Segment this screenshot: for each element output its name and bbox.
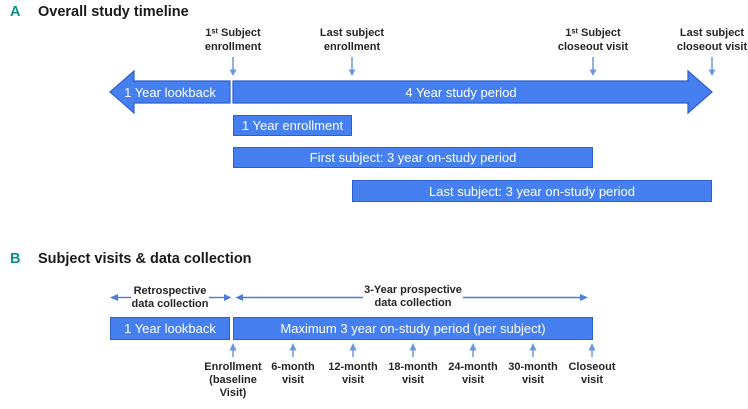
panel-a-title: Overall study timeline <box>38 4 189 20</box>
visit-label-line: 6-month <box>271 361 315 373</box>
bar-label: 1 Year enrollment <box>241 118 344 133</box>
first-subject-period-bar: First subject: 3 year on-study period <box>233 147 593 168</box>
visit-label-line: visit <box>401 374 424 386</box>
visit-label-line: Enrollment <box>204 361 262 373</box>
first-enrollment-down-arrow <box>229 57 237 76</box>
first-closeout-down-arrow <box>589 57 597 76</box>
panel-a-letter: A <box>10 4 21 20</box>
marker-label-line: Last subject <box>679 27 745 39</box>
enrollment-period-bar: 1 Year enrollment <box>233 115 352 136</box>
retrospective-label: Retrospective data collection <box>130 285 210 310</box>
marker-label-line: 1ˢᵗ Subject <box>565 27 621 39</box>
visit-label-closeout: Closeout visit <box>556 361 628 387</box>
bar-label: Maximum 3 year on-study period (per subj… <box>280 321 546 336</box>
marker-label-line: Last subject <box>319 27 385 39</box>
visit-label-18-month: 18-month visit <box>377 361 449 387</box>
visit-label-line: visit <box>341 374 364 386</box>
visit-label-24-month: 24-month visit <box>437 361 509 387</box>
last-enrollment-down-arrow <box>348 57 356 76</box>
visit-label-line: visit <box>521 374 544 386</box>
enrollment-up-arrow <box>229 343 237 357</box>
marker-label-line: enrollment <box>323 40 381 53</box>
visit-label-12-month: 12-month visit <box>317 361 389 387</box>
visit-label-line: 30-month <box>508 361 558 373</box>
visit-label-line: 12-month <box>328 361 378 373</box>
visit-label-line: visit <box>461 374 484 386</box>
marker-label-line: closeout visit <box>557 40 629 53</box>
visit-label-line: visit <box>580 374 603 386</box>
last-subject-period-bar: Last subject: 3 year on-study period <box>352 180 712 202</box>
lookback-bar: 1 Year lookback <box>110 317 230 340</box>
span-label-line: 3-Year prospective <box>364 284 462 296</box>
span-label-line: data collection <box>374 296 452 309</box>
on-study-period-bar: Maximum 3 year on-study period (per subj… <box>233 317 593 340</box>
lookback-arrow-label: 1 Year lookback <box>124 84 216 100</box>
visit-12m-up-arrow <box>349 343 357 357</box>
visit-label-30-month: 30-month visit <box>497 361 569 387</box>
bar-label: Last subject: 3 year on-study period <box>429 183 635 199</box>
bar-label: 1 Year lookback <box>124 321 216 336</box>
visit-label-line: 18-month <box>388 361 438 373</box>
marker-label-last-enrollment: Last subject enrollment <box>312 27 392 54</box>
visit-label-6-month: 6-month visit <box>257 361 329 387</box>
marker-label-first-enrollment: 1ˢᵗ Subject enrollment <box>193 27 273 54</box>
marker-label-last-closeout: Last subject closeout visit <box>675 27 748 54</box>
panel-b-letter: B <box>10 251 21 267</box>
study-period-arrow-label: 4 Year study period <box>405 84 517 100</box>
prospective-label: 3-Year prospective data collection <box>363 284 463 309</box>
marker-label-line: enrollment <box>204 40 262 53</box>
last-closeout-down-arrow <box>708 57 716 76</box>
visit-24m-up-arrow <box>469 343 477 357</box>
marker-label-line: closeout visit <box>676 40 748 53</box>
span-label-line: data collection <box>131 297 209 310</box>
panel-b-title: Subject visits & data collection <box>38 251 252 267</box>
closeout-up-arrow <box>588 343 596 357</box>
visit-18m-up-arrow <box>409 343 417 357</box>
visit-label-line: Visit) <box>219 387 247 399</box>
visit-label-line: 24-month <box>448 361 498 373</box>
span-label-line: Retrospective <box>133 285 207 297</box>
visit-label-line: (baseline <box>209 374 257 386</box>
marker-label-line: 1ˢᵗ Subject <box>205 27 261 39</box>
visit-label-enrollment: Enrollment (baseline Visit) <box>197 361 269 400</box>
visit-6m-up-arrow <box>289 343 297 357</box>
bar-label: First subject: 3 year on-study period <box>309 150 517 165</box>
marker-label-first-closeout: 1ˢᵗ Subject closeout visit <box>553 27 633 54</box>
visit-label-line: Closeout <box>568 361 616 373</box>
visit-30m-up-arrow <box>529 343 537 357</box>
visit-label-line: visit <box>281 374 304 386</box>
